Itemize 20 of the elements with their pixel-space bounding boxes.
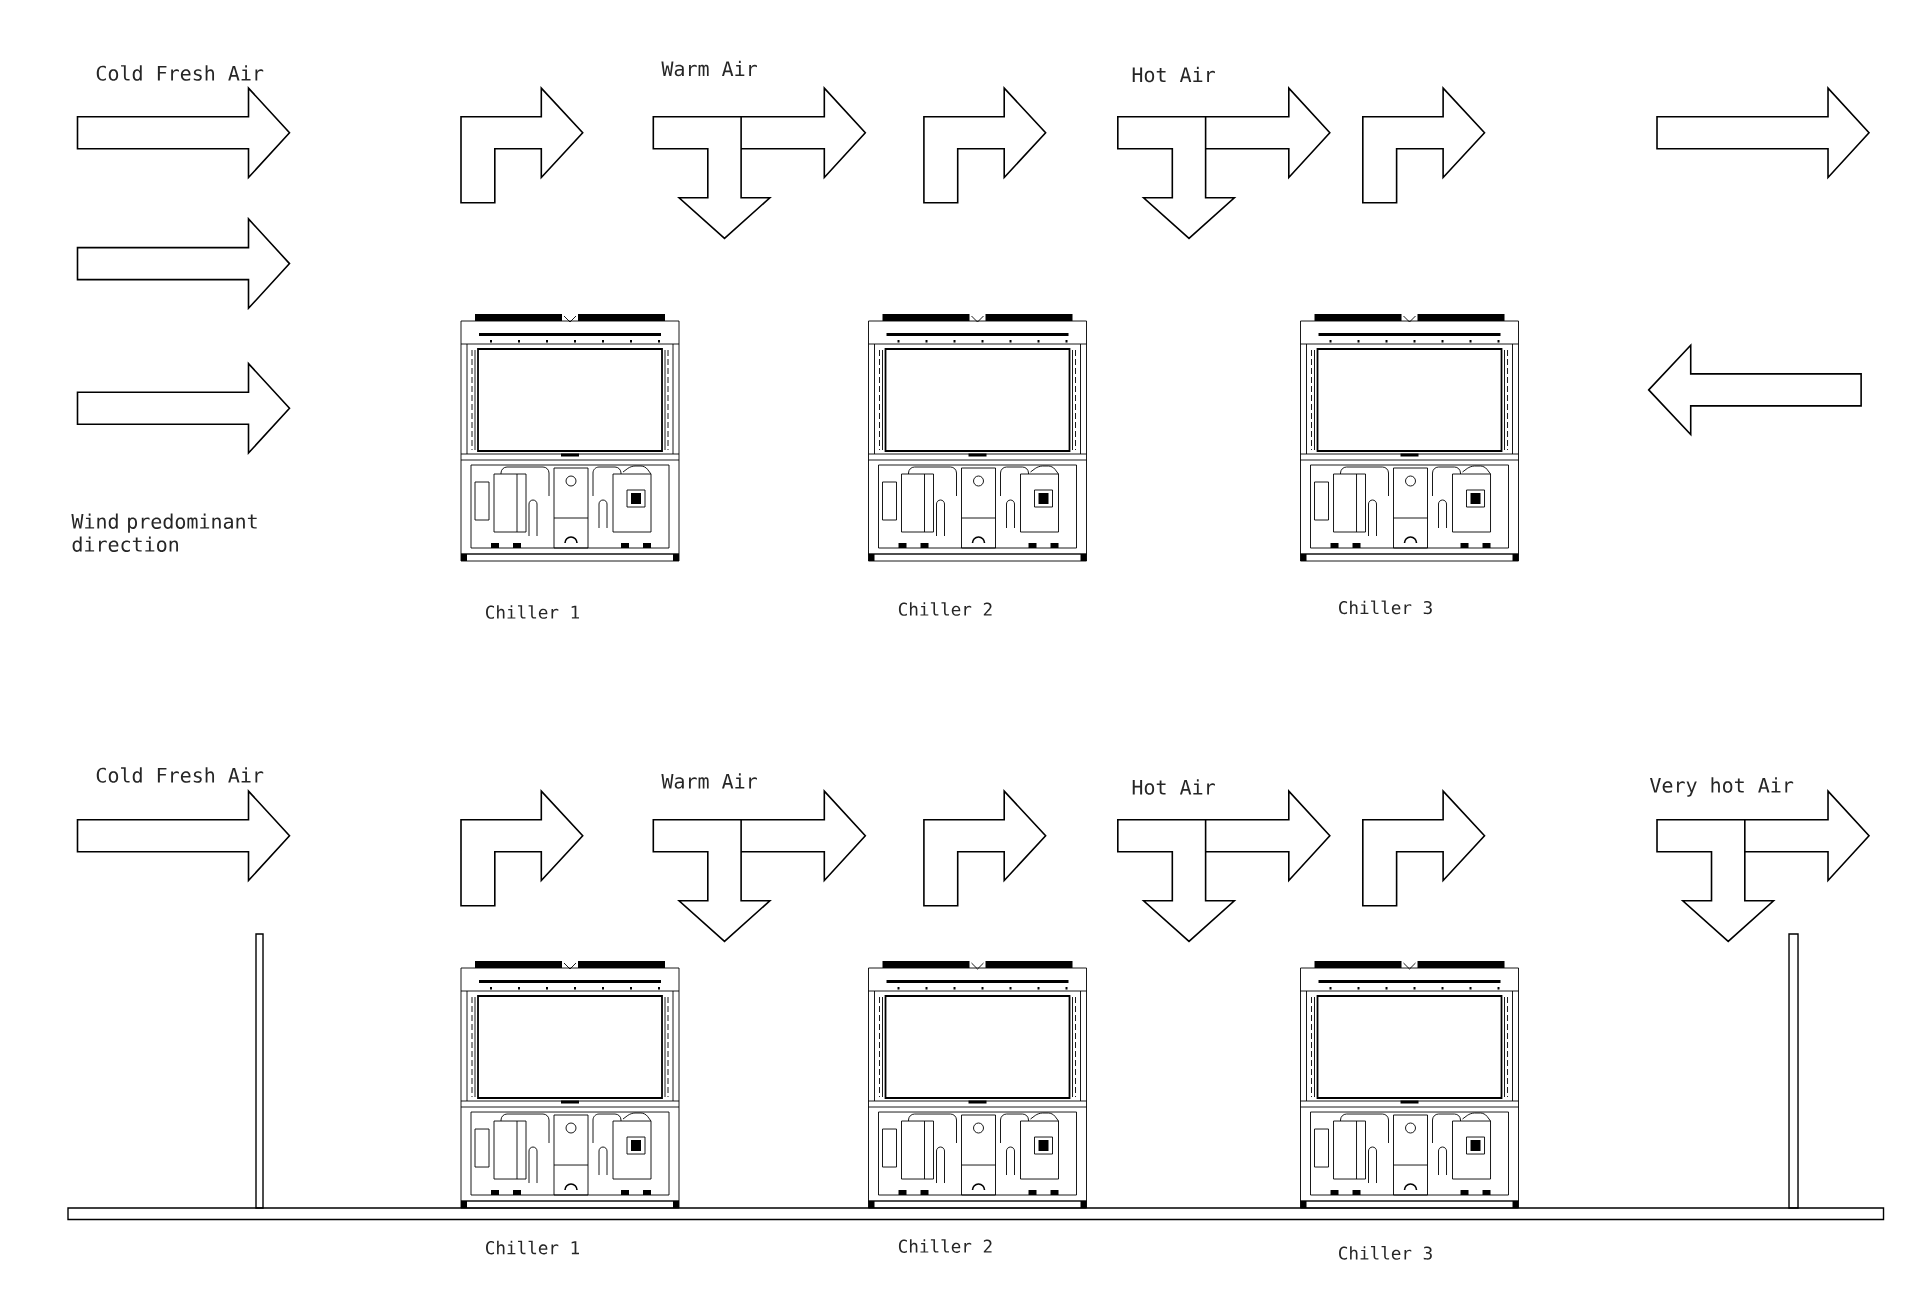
chiller-unit: [868, 314, 1087, 562]
chiller-label: Chiller 3: [1339, 1246, 1432, 1260]
airflow-label: Warm Air: [661, 773, 757, 789]
chiller-label: Chiller 1: [486, 1240, 579, 1255]
airflow-label: Warm Air: [661, 60, 757, 77]
airflow-label: Cold Fresh Air: [96, 65, 264, 81]
chiller-unit: [1300, 314, 1519, 562]
airflow-label: Hot Air: [1132, 779, 1215, 795]
chiller-unit: [460, 961, 680, 1209]
airflow-label: Very hot Air: [1650, 777, 1794, 797]
chiller-unit: [868, 961, 1087, 1209]
chiller-unit: [1300, 961, 1519, 1209]
wind-note: Wind predominant direction: [71, 513, 257, 552]
airflow-label: Hot Air: [1132, 66, 1215, 83]
chiller-label: Chiller 2: [898, 1239, 992, 1253]
chiller-unit: [460, 314, 680, 562]
airflow-label: Cold Fresh Air: [96, 767, 264, 783]
chiller-label: Chiller 3: [1339, 600, 1432, 615]
chiller-label: Chiller 1: [486, 605, 579, 619]
chiller-label: Chiller 2: [898, 602, 992, 616]
